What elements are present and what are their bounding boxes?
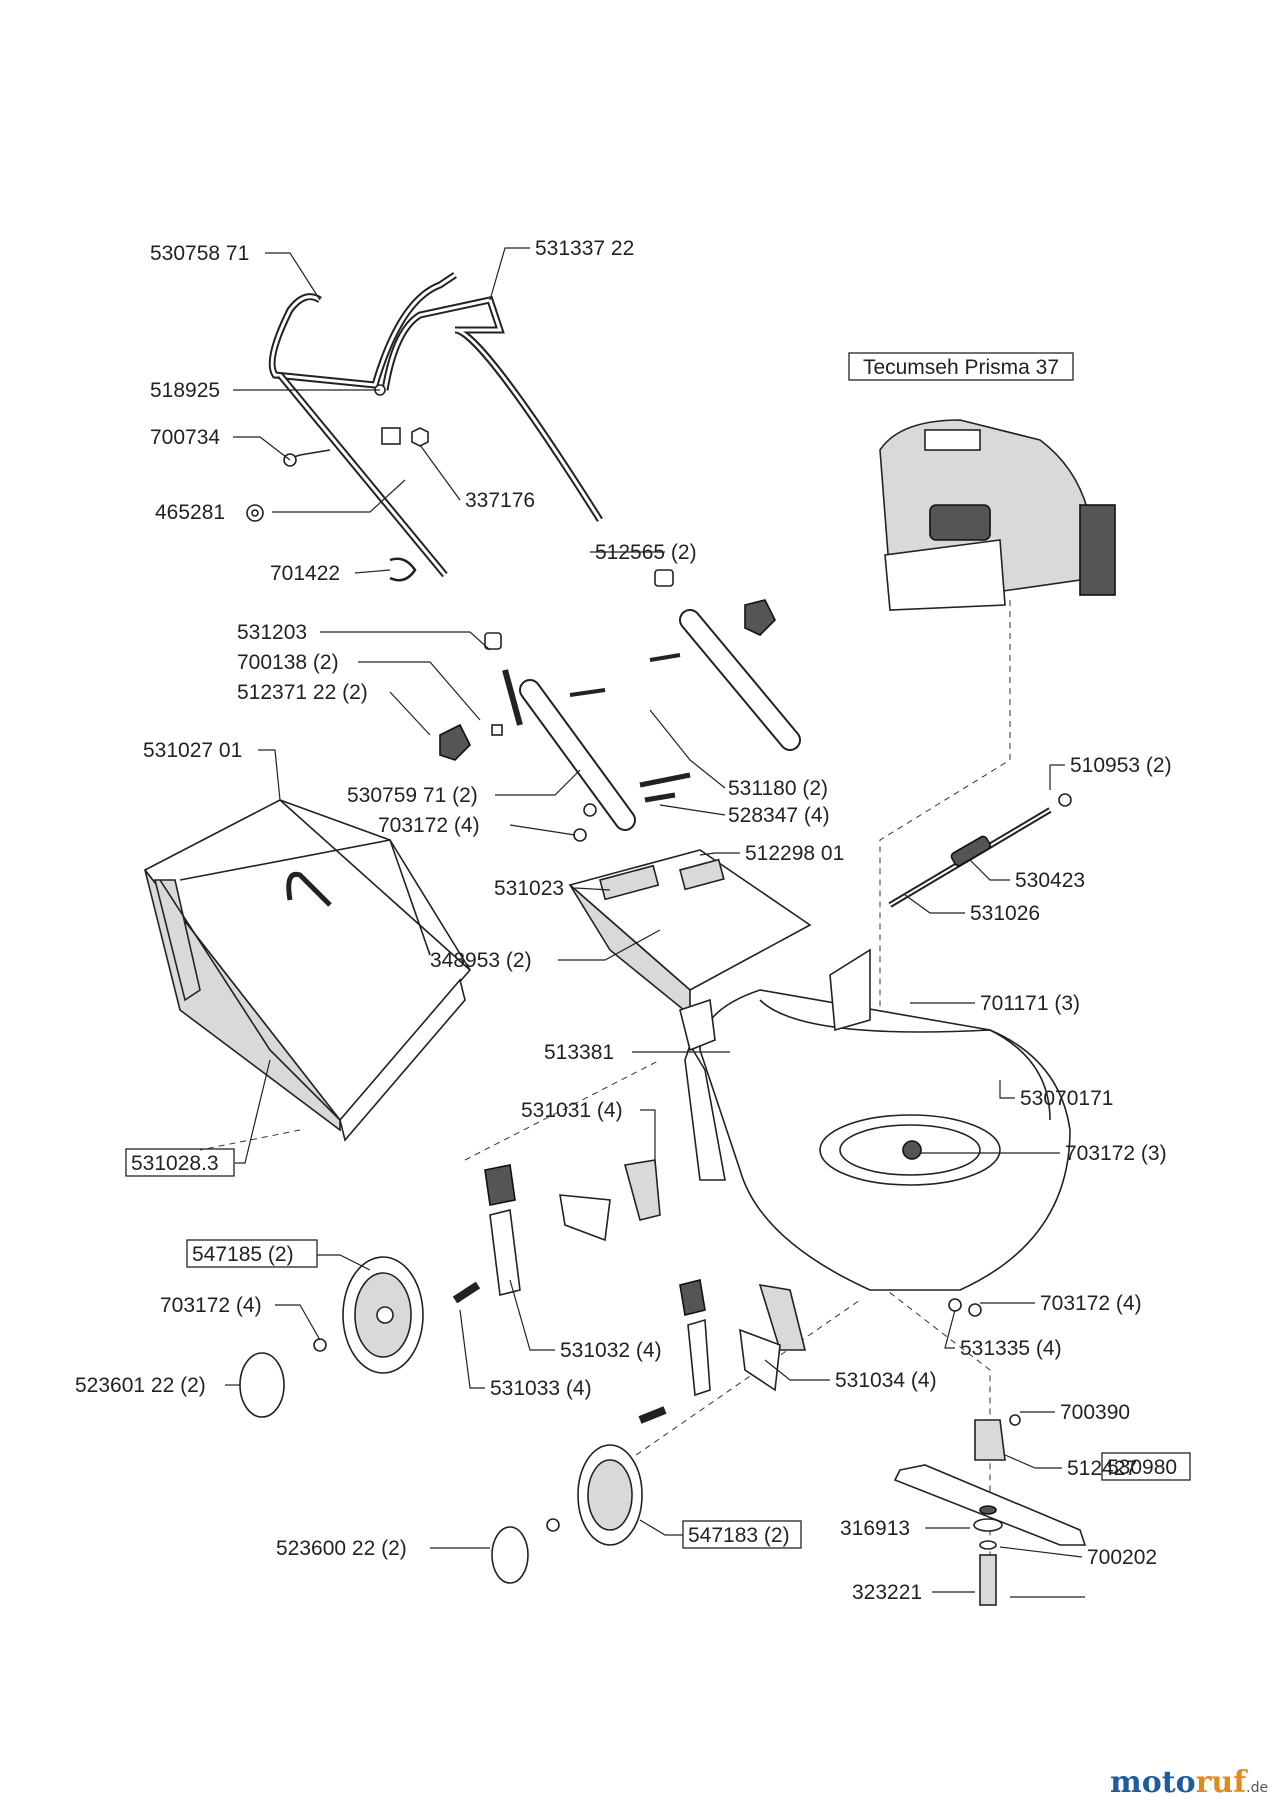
assembly-axes (199, 600, 1011, 1600)
label-701171: 701171 (3) (980, 992, 1080, 1015)
label-701422: 701422 (270, 562, 340, 585)
label-700138: 700138 (2) (237, 651, 339, 674)
label-531026: 531026 (970, 902, 1040, 925)
rear-flap (568, 849, 812, 1017)
label-528347: 528347 (4) (728, 804, 830, 827)
watermark-part2: ruf (1196, 1765, 1249, 1800)
grass-catcher (143, 799, 472, 1142)
label-512427: 512427 (1067, 1457, 1137, 1480)
rod-and-spring (888, 793, 1072, 908)
label-700390: 700390 (1060, 1401, 1130, 1424)
label-531203: 531203 (237, 621, 307, 644)
label-531337: 531337 22 (535, 237, 634, 260)
label-323221: 323221 (852, 1581, 922, 1604)
label-523600: 523600 22 (2) (276, 1537, 407, 1560)
label-531028: 531028.3 (131, 1152, 219, 1175)
label-518925: 518925 (150, 379, 220, 402)
label-547185: 547185 (2) (192, 1243, 294, 1266)
label-547183: 547183 (2) (688, 1524, 790, 1547)
label-703172-b: 703172 (3) (1065, 1142, 1167, 1165)
label-703172-c: 703172 (4) (160, 1294, 262, 1317)
label-348953: 348953 (2) (430, 949, 532, 972)
handle-hardware (246, 427, 429, 582)
label-512565: 512565 (2) (595, 541, 697, 564)
label-523601: 523601 22 (2) (75, 1374, 206, 1397)
label-531034: 531034 (4) (835, 1369, 937, 1392)
label-700202: 700202 (1087, 1546, 1157, 1569)
mower-deck (679, 948, 1071, 1291)
label-531023: 531023 (494, 877, 564, 900)
svg-text:motoruf.de: motoruf.de (1110, 1765, 1268, 1800)
label-530980: 530980 (1107, 1456, 1177, 1479)
label-316913: 316913 (840, 1517, 910, 1540)
label-510953: 510953 (2) (1070, 754, 1172, 777)
height-adjust-levers (439, 569, 801, 842)
label-465281: 465281 (155, 501, 225, 524)
part-labels: Tecumseh Prisma 37 530758 71 531337 22 5… (75, 237, 1177, 1604)
label-boxes (125, 352, 1191, 1549)
label-337176: 337176 (465, 489, 535, 512)
label-53070171: 53070171 (1020, 1087, 1113, 1110)
front-wheel-assembly (239, 1159, 661, 1418)
watermark-part1: moto (1110, 1765, 1196, 1800)
label-531031: 531031 (4) (521, 1099, 623, 1122)
label-530759: 530759 71 (2) (347, 784, 478, 807)
label-512298: 512298 01 (745, 842, 844, 865)
blade-assembly (893, 1414, 1087, 1606)
label-531180: 531180 (2) (728, 777, 828, 800)
label-530758: 530758 71 (150, 242, 249, 265)
label-700734: 700734 (150, 426, 220, 449)
label-531033: 531033 (4) (490, 1377, 592, 1400)
label-512371: 512371 22 (2) (237, 681, 368, 704)
lower-handle (374, 295, 603, 522)
label-531032: 531032 (4) (560, 1339, 662, 1362)
upper-handle (268, 272, 457, 578)
label-530423: 530423 (1015, 869, 1085, 892)
rear-wheel-assembly (491, 1279, 982, 1584)
label-531027: 531027 01 (143, 739, 242, 762)
label-531335: 531335 (4) (960, 1337, 1062, 1360)
watermark-suffix: .de (1246, 1780, 1268, 1796)
label-703172-a: 703172 (4) (378, 814, 480, 837)
leader-lines (225, 247, 1085, 1598)
label-513381: 513381 (544, 1041, 614, 1064)
label-engine: Tecumseh Prisma 37 (863, 356, 1059, 379)
label-703172-d: 703172 (4) (1040, 1292, 1142, 1315)
watermark-logo: motoruf.de (1110, 1765, 1268, 1800)
engine (879, 419, 1116, 611)
